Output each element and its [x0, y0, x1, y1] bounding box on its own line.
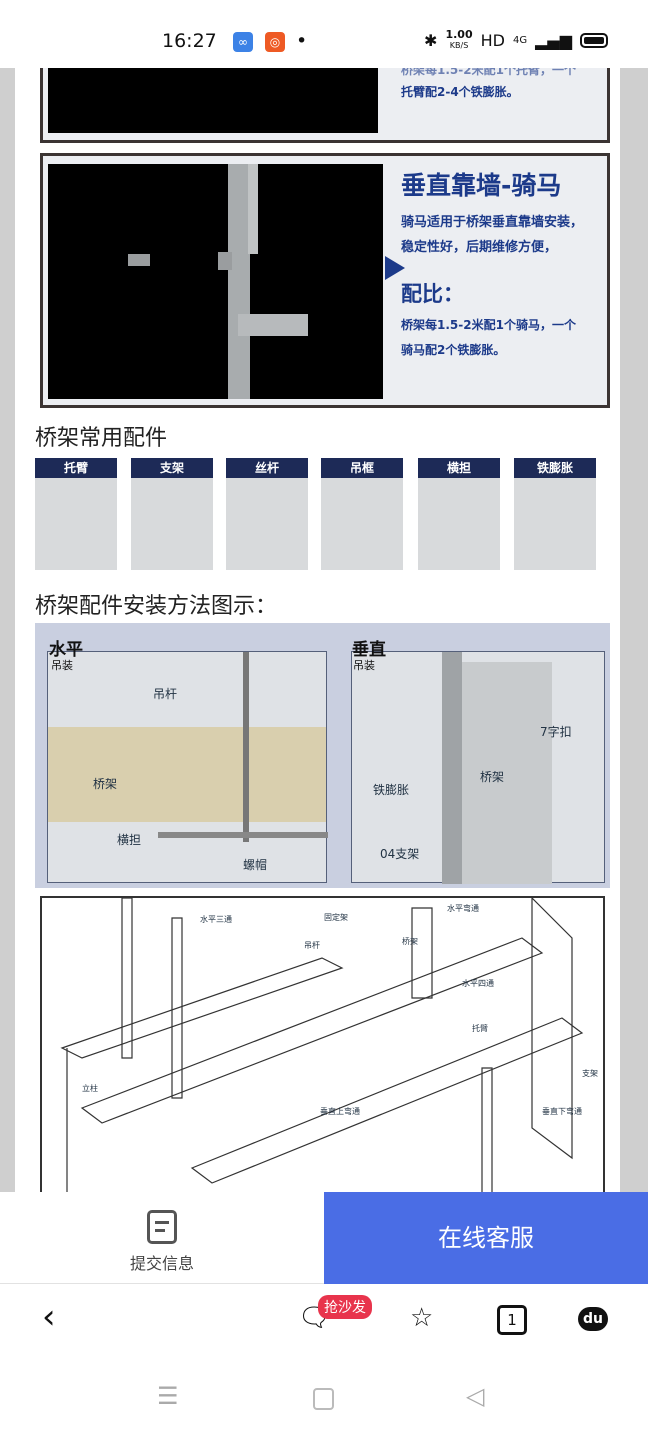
- panel-title: 垂直靠墙-骑马: [401, 171, 562, 200]
- diagram-label: 吊杆: [304, 941, 320, 950]
- accessory-label: 支架: [131, 458, 213, 478]
- contact-bar: 提交信息 在线客服: [0, 1192, 648, 1284]
- accessory-card: 支架: [131, 458, 213, 570]
- hd-label: HD: [480, 31, 505, 50]
- back-nav-icon[interactable]: ◁: [466, 1382, 485, 1410]
- install-title: 水平: [49, 640, 83, 660]
- dot-icon: •: [296, 30, 308, 52]
- install-label: 横担: [117, 833, 142, 847]
- comment-badge[interactable]: 抢沙发: [318, 1295, 372, 1319]
- install-title: 垂直: [352, 640, 386, 660]
- install-label: 7字扣: [540, 725, 572, 739]
- section-heading: 桥架配件安装方法图示：: [35, 594, 278, 619]
- clock: 16:27: [162, 30, 217, 52]
- gutter: [620, 68, 648, 1192]
- install-label: 04支架: [380, 847, 420, 861]
- browser-toolbar: ‹ 🗨 抢沙发 ☆ 1 du: [0, 1285, 648, 1360]
- accessory-label: 横担: [418, 458, 500, 478]
- net-speed: 1.00: [445, 28, 473, 41]
- signal-icon: ▂▄▆: [535, 31, 572, 50]
- accessory-card: 托臂: [35, 458, 117, 570]
- network-type: 4G: [512, 35, 528, 46]
- tabs-button[interactable]: 1: [497, 1305, 527, 1335]
- home-icon[interactable]: [313, 1388, 334, 1410]
- gutter: [0, 68, 15, 1192]
- menu-icon[interactable]: ☰: [157, 1382, 179, 1410]
- tray-system-diagram: 水平三通 固定架 水平弯通 吊杆 桥架 托臂 水平四通 垂直上弯通 垂直下弯通 …: [40, 896, 605, 1192]
- product-image-tuobi: 桥架每1.5-2米配1个托臂，一个 托臂配2-4个铁膨胀。: [40, 68, 610, 143]
- panel-text: 骑马配2个铁膨胀。: [401, 343, 506, 357]
- form-icon: [147, 1210, 177, 1244]
- online-service-button[interactable]: 在线客服: [324, 1192, 648, 1284]
- tray-drawing: [60, 898, 584, 1192]
- panel-text: 骑马适用于桥架垂直靠墙安装，: [401, 215, 584, 230]
- panel-text: 稳定性好，后期维修方便，: [401, 240, 558, 255]
- accessory-card: 横担: [418, 458, 500, 570]
- install-label: 铁膨胀: [373, 783, 410, 797]
- panel-subtitle: 配比：: [401, 282, 464, 306]
- submit-info-button[interactable]: 提交信息: [0, 1192, 324, 1284]
- app-notification-icon: ∞: [233, 32, 253, 52]
- accessory-card: 吊框: [321, 458, 403, 570]
- panel-text: 桥架每1.5-2米配1个骑马，一个: [401, 318, 576, 332]
- diagram-label: 垂直上弯通: [320, 1107, 360, 1116]
- arrow-icon: [385, 256, 405, 280]
- battery-icon: [580, 33, 608, 48]
- accessory-label: 托臂: [35, 458, 117, 478]
- install-label: 桥架: [480, 770, 505, 784]
- diagram-label: 水平弯通: [447, 904, 479, 913]
- diagram-label: 支架: [582, 1069, 598, 1078]
- diagram-label: 水平三通: [200, 915, 232, 924]
- system-nav-bar: ☰ ◁: [0, 1360, 648, 1440]
- net-speed-unit: KB/S: [449, 41, 469, 50]
- install-subtitle: 吊装: [51, 659, 73, 672]
- star-icon[interactable]: ☆: [410, 1303, 434, 1333]
- diagram-label: 立柱: [82, 1084, 98, 1093]
- install-label: 桥架: [93, 777, 118, 791]
- diagram-label: 托臂: [472, 1024, 488, 1033]
- back-icon[interactable]: ‹: [42, 1297, 56, 1337]
- section-heading: 桥架常用配件: [35, 426, 168, 451]
- article-content[interactable]: 桥架每1.5-2米配1个托臂，一个 托臂配2-4个铁膨胀。 垂直靠墙-骑马 骑马…: [0, 68, 648, 1192]
- install-diagram: 水平 吊装 吊杆 桥架 横担 螺帽 垂直 吊装 7字扣 铁膨胀 桥架 04支架: [35, 623, 610, 888]
- baidu-paw-icon[interactable]: du: [578, 1307, 608, 1331]
- accessory-card: 丝杆: [226, 458, 308, 570]
- accessory-label: 吊框: [321, 458, 403, 478]
- app-notification-icon: ◎: [265, 32, 285, 52]
- diagram-label: 水平四通: [462, 979, 494, 988]
- panel-text: 桥架每1.5-2米配1个托臂，一个: [401, 68, 576, 77]
- install-label: 螺帽: [243, 858, 268, 872]
- panel-text: 托臂配2-4个铁膨胀。: [401, 85, 519, 99]
- accessory-label: 铁膨胀: [514, 458, 596, 478]
- accessory-card: 铁膨胀: [514, 458, 596, 570]
- diagram-label: 垂直下弯通: [542, 1107, 582, 1116]
- diagram-label: 桥架: [402, 937, 418, 946]
- product-image-qima: 垂直靠墙-骑马 骑马适用于桥架垂直靠墙安装， 稳定性好，后期维修方便， 配比： …: [40, 153, 610, 408]
- submit-info-label: 提交信息: [129, 1254, 194, 1273]
- bluetooth-icon: ✱: [424, 31, 438, 50]
- accessory-label: 丝杆: [226, 458, 308, 478]
- diagram-label: 固定架: [324, 913, 348, 922]
- install-label: 吊杆: [153, 687, 178, 701]
- install-subtitle: 吊装: [353, 659, 375, 672]
